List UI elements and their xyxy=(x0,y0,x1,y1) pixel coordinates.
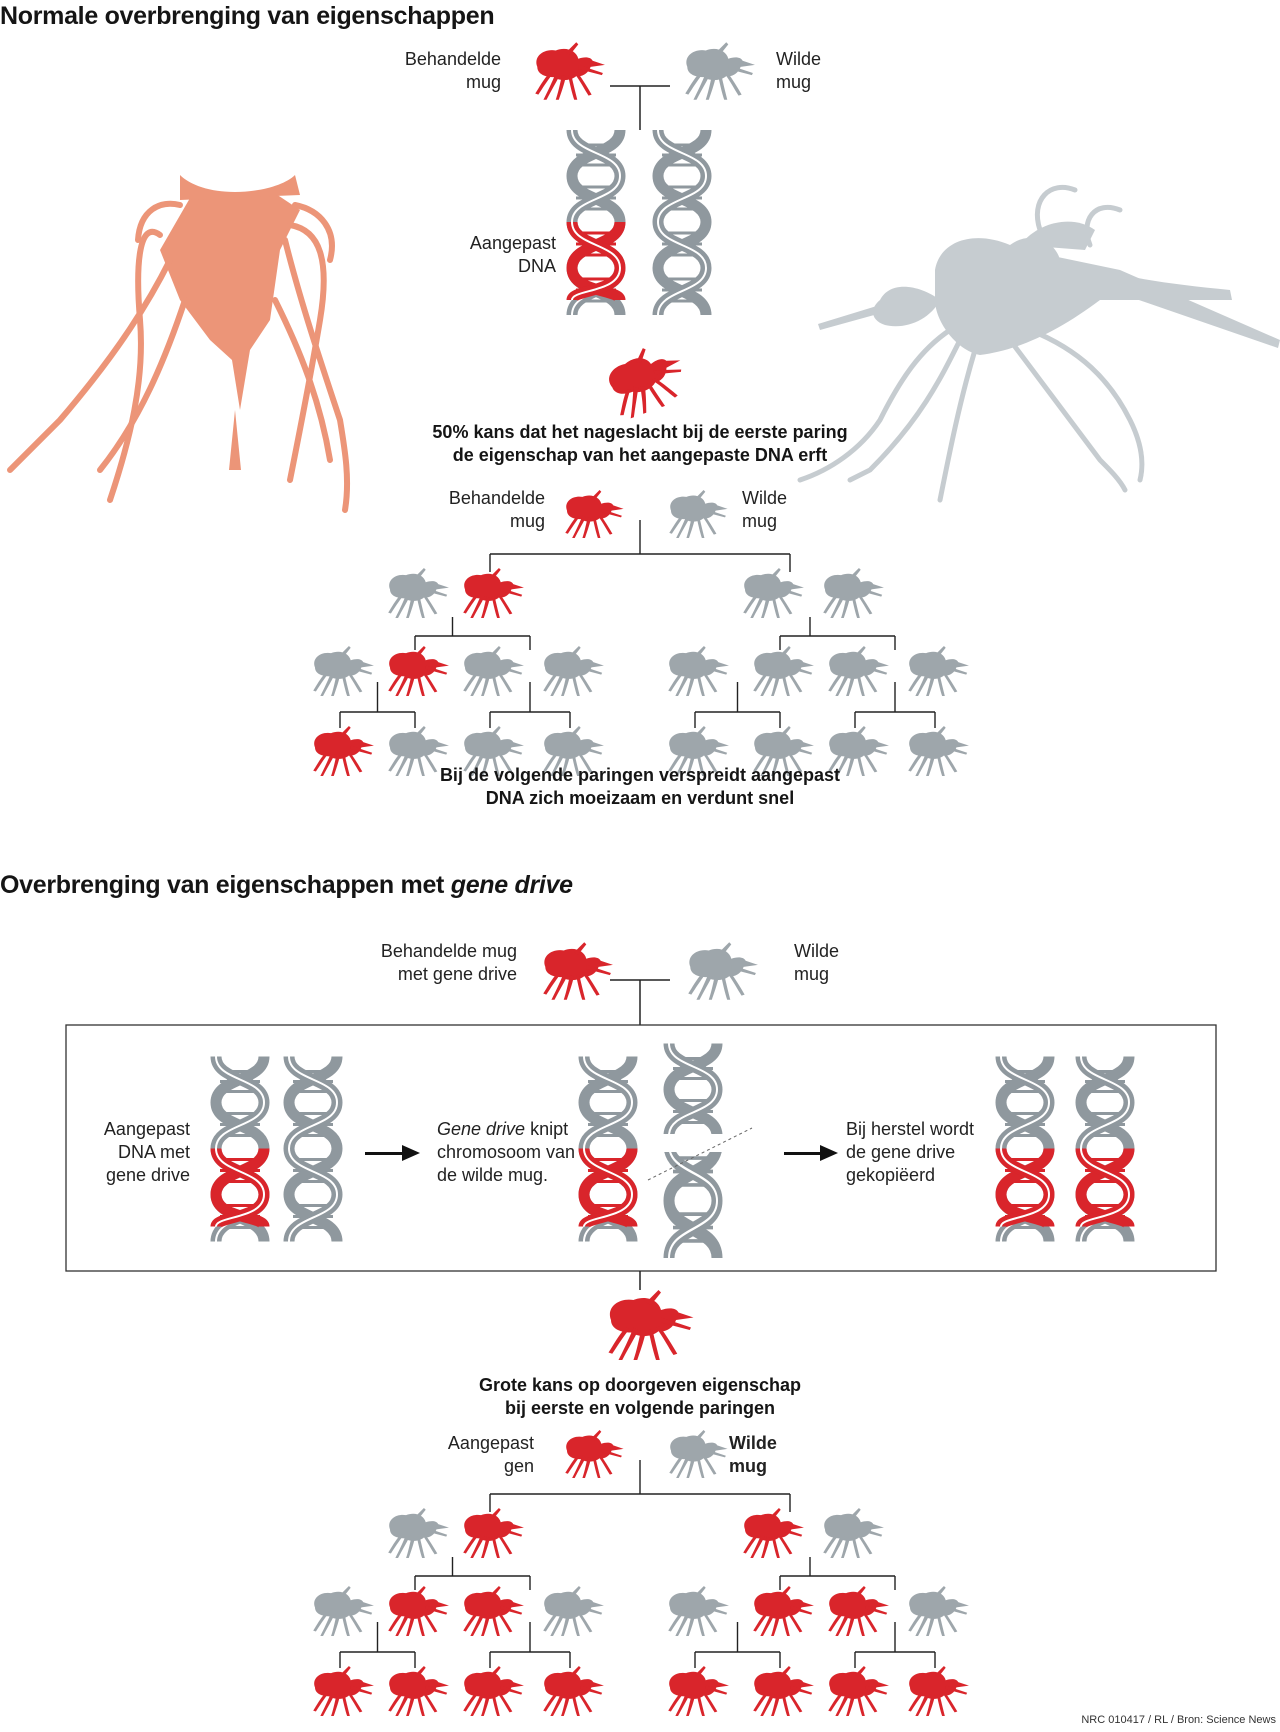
tree-mosquito xyxy=(388,646,449,696)
big-treated-mosquito xyxy=(160,175,300,470)
pair-connector-3 xyxy=(610,979,670,1025)
tree-mosquito xyxy=(668,646,729,696)
tree-mosquito xyxy=(313,1666,374,1716)
wild-mosquito-1 xyxy=(685,42,755,100)
tree-mosquito xyxy=(463,1508,524,1558)
dna-pair-step1 xyxy=(216,1057,337,1242)
gene-drive-box xyxy=(65,1024,1217,1272)
tree-mosquito xyxy=(313,1586,374,1636)
tree-mosquito xyxy=(543,646,604,696)
tree-mosquito xyxy=(753,1666,814,1716)
tree-mosquito xyxy=(463,646,524,696)
tree-mosquito xyxy=(463,568,524,618)
arrow-icon-2 xyxy=(784,1145,838,1161)
tree-mosquito xyxy=(463,1586,524,1636)
offspring-mosquito-2 xyxy=(608,1290,694,1360)
tree-mosquitoes-normal xyxy=(313,568,969,776)
tree-mosquitoes-gene-drive xyxy=(313,1508,969,1716)
tree-mosquito xyxy=(543,1586,604,1636)
treated-mosquito-2 xyxy=(565,490,624,538)
tree-mosquito xyxy=(908,1666,969,1716)
tree-mosquito xyxy=(313,726,374,776)
gene-mosquito xyxy=(565,1430,624,1478)
wild-mosquito-2 xyxy=(669,490,728,538)
caption-fifty-percent: 50% kans dat het nageslacht bij de eerst… xyxy=(432,422,848,465)
tree-mosquito xyxy=(543,1666,604,1716)
tree-mosquito xyxy=(388,1508,449,1558)
dna-pair-step3 xyxy=(1001,1057,1129,1242)
tree-lines-normal xyxy=(339,520,936,728)
tree-mosquito xyxy=(828,1586,889,1636)
big-treated-legs xyxy=(7,200,351,513)
tree-mosquito xyxy=(908,1586,969,1636)
tree-mosquito xyxy=(823,568,884,618)
dna-pair-1 xyxy=(572,130,706,315)
treated-mosquito-1 xyxy=(535,42,605,100)
big-wild-mosquito xyxy=(818,221,1280,355)
tree-mosquito xyxy=(908,646,969,696)
big-wild-legs xyxy=(797,184,1145,503)
tree-mosquito xyxy=(828,646,889,696)
tree-mosquito xyxy=(388,1666,449,1716)
section1-title: Normale overbrenging van eigenschappen xyxy=(0,2,495,30)
dna-pair-step2 xyxy=(584,1033,753,1258)
tree-mosquito xyxy=(753,1586,814,1636)
tree-mosquito xyxy=(463,1666,524,1716)
cut-line xyxy=(647,1127,753,1181)
tree-mosquito xyxy=(823,1508,884,1558)
offspring-mosquito-1 xyxy=(601,337,694,422)
treated-gene-drive-mosquito xyxy=(543,942,613,1000)
tree-mosquito xyxy=(753,646,814,696)
tree-mosquito xyxy=(828,1666,889,1716)
arrow-icon-1 xyxy=(365,1145,420,1161)
tree-mosquito xyxy=(388,568,449,618)
tree-mosquito xyxy=(668,1586,729,1636)
pair-connector-1 xyxy=(610,85,670,130)
tree-mosquito xyxy=(668,1666,729,1716)
tree-lines-gene-drive xyxy=(339,1460,936,1668)
tree-mosquito xyxy=(313,646,374,696)
wild-mosquito-3 xyxy=(688,942,758,1000)
tree-mosquito xyxy=(908,726,969,776)
section2-title: Overbrenging van eigenschappen met gene … xyxy=(0,871,573,899)
source-credit: NRC 010417 / RL / Bron: Science News xyxy=(1081,1714,1276,1726)
wild-mosquito-4 xyxy=(669,1430,728,1478)
caption-dilutes: Bij de volgende paringen verspreidt aang… xyxy=(439,765,841,808)
tree-mosquito xyxy=(743,568,804,618)
tree-mosquito xyxy=(743,1508,804,1558)
tree-mosquito xyxy=(388,1586,449,1636)
